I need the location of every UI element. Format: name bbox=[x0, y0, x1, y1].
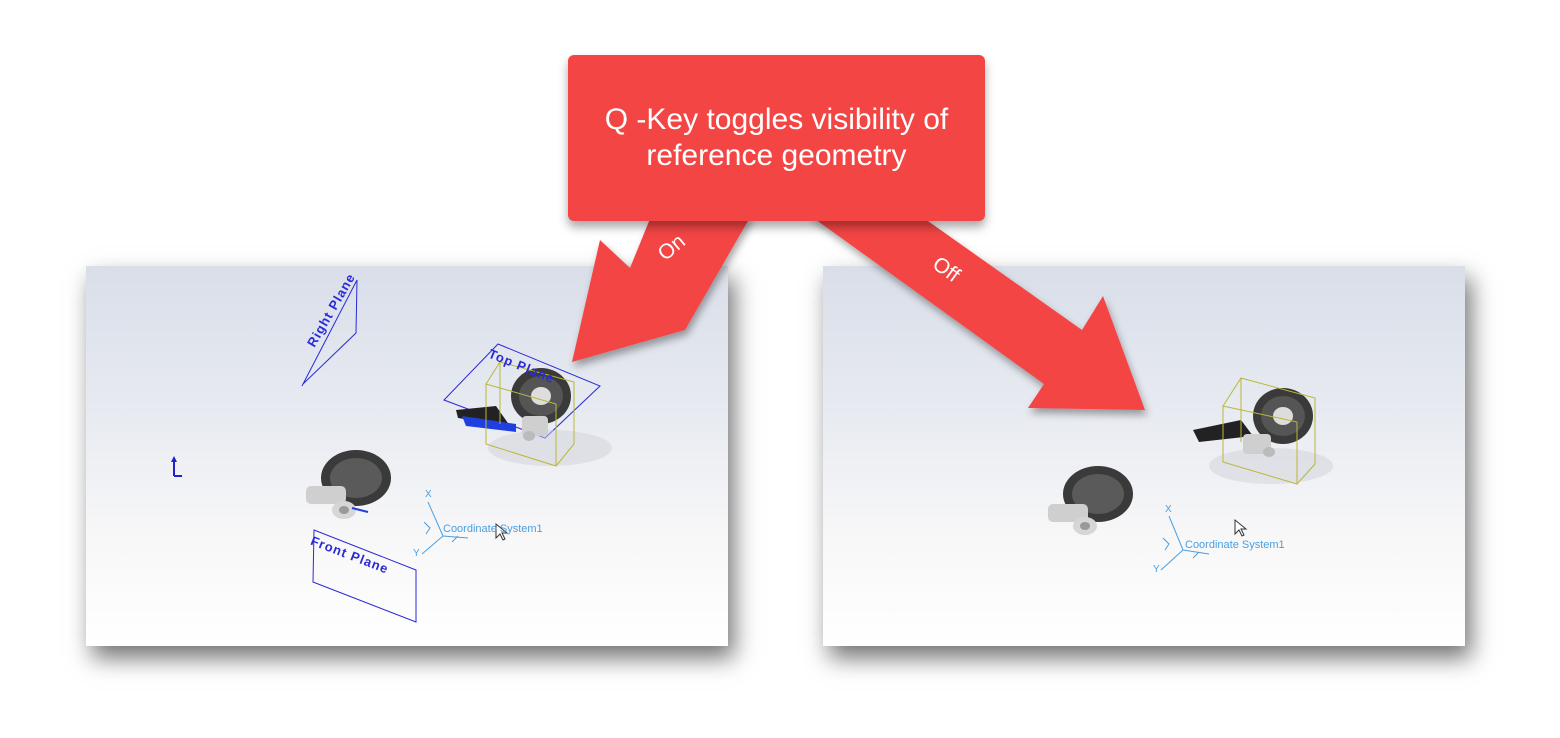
right-plane bbox=[301, 279, 358, 387]
coordinate-system-label[interactable]: Coordinate System1 bbox=[443, 523, 543, 535]
coordinate-system-label[interactable]: Coordinate System1 bbox=[1185, 539, 1285, 551]
coordinate-system-icon bbox=[421, 501, 469, 555]
axis-x-label: X bbox=[425, 489, 432, 500]
axis-x-label: X bbox=[1165, 504, 1172, 515]
viewport-reference-on[interactable]: Right Plane Top Plane Front Plane X Y Co… bbox=[86, 266, 728, 646]
axis-y-label: Y bbox=[413, 548, 420, 559]
origin-triad-icon bbox=[171, 456, 182, 477]
scene-on bbox=[171, 279, 612, 623]
viewport-reference-off[interactable]: X Y Coordinate System1 bbox=[823, 266, 1465, 646]
axis-y-label: Y bbox=[1153, 564, 1160, 575]
fan-unit-icon bbox=[1048, 466, 1133, 535]
scene-off bbox=[1048, 377, 1333, 571]
on-arrow-label: On bbox=[653, 229, 690, 266]
front-plane bbox=[312, 529, 417, 623]
fan-unit-icon bbox=[306, 450, 391, 519]
callout-text: Q -Key toggles visibility of reference g… bbox=[604, 103, 949, 172]
cursor-icon bbox=[1234, 518, 1248, 537]
cursor-icon bbox=[495, 522, 509, 541]
fan-unit-icon bbox=[456, 368, 612, 466]
callout-box: Q -Key toggles visibility of reference g… bbox=[568, 55, 985, 221]
fan-unit-icon bbox=[1193, 388, 1333, 484]
coordinate-system-icon bbox=[1160, 515, 1210, 571]
